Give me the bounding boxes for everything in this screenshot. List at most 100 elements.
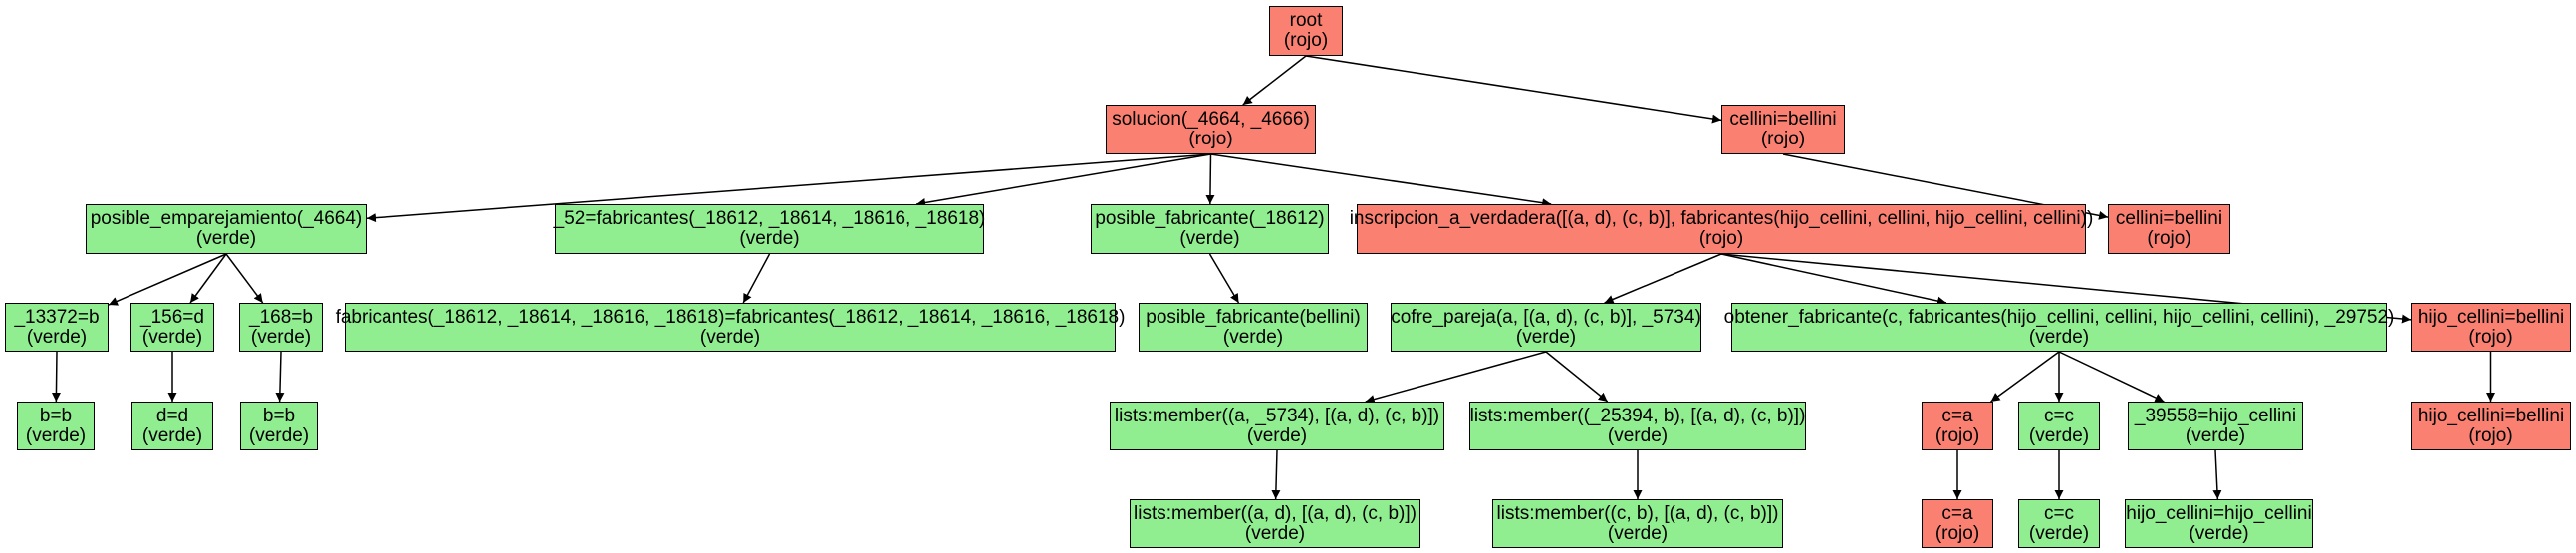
node-label: b=b xyxy=(39,405,73,426)
edge-obtener-to-ca1 xyxy=(1990,351,2060,403)
edge-posfab-to-posfabb xyxy=(1208,253,1240,304)
node-label: lists:member((a, d), [(a, d), (c, b)]) xyxy=(1134,502,1417,524)
node-status: (rojo) xyxy=(1698,228,1744,249)
tree-node-ca1: c=a(rojo) xyxy=(1922,402,1993,450)
edge-cofre-to-mem2 xyxy=(1545,351,1609,403)
node-status: (rojo) xyxy=(2468,326,2513,348)
node-status: (rojo) xyxy=(1934,424,1980,446)
edge-posemp-to-n168 xyxy=(225,253,264,304)
edge-fab52-to-fabeq xyxy=(742,253,771,304)
tree-node-mem1: lists:member((a, _5734), [(a, d), (c, b)… xyxy=(1110,402,1444,450)
tree-node-hijo1: hijo_cellini=bellini(rojo) xyxy=(2411,303,2571,352)
node-status: (rojo) xyxy=(1283,30,1329,51)
node-status: (verde) xyxy=(2028,424,2090,446)
tree-node-n39558: _39558=hijo_cellini(verde) xyxy=(2128,402,2303,450)
node-label: b=b xyxy=(262,405,296,426)
node-status: (verde) xyxy=(1607,424,1669,446)
node-label: cellini=bellini xyxy=(2115,208,2223,229)
node-label: root xyxy=(1289,10,1323,31)
tree-node-n168: _168=b(verde) xyxy=(239,303,323,352)
edge-root-to-solucion xyxy=(1242,55,1307,106)
edge-posemp-to-n13372 xyxy=(108,253,227,306)
node-label: lists:member((c, b), [(a, d), (c, b)]) xyxy=(1496,502,1779,524)
node-status: (verde) xyxy=(739,228,800,249)
edge-posemp-to-n156 xyxy=(189,253,227,304)
edge-solucion-to-posemp xyxy=(366,153,1211,223)
node-label: c=c xyxy=(2043,405,2075,426)
node-label: hijo_cellini=bellini xyxy=(2417,405,2565,426)
node-label: posible_fabricante(_18612) xyxy=(1095,208,1325,229)
node-status: (verde) xyxy=(2189,522,2249,544)
tree-node-cofre: cofre_pareja(a, [(a, d), (c, b)], _5734)… xyxy=(1391,303,1701,352)
tree-node-obtener: obtener_fabricante(c, fabricantes(hijo_c… xyxy=(1724,303,2394,352)
node-status: (verde) xyxy=(1244,522,1306,544)
tree-node-cc1: c=c(verde) xyxy=(2018,402,2100,450)
node-label: lists:member((_25394, b), [(a, d), (c, b… xyxy=(1469,405,1806,426)
node-label: hijo_cellini=hijo_cellini xyxy=(2126,502,2312,524)
node-status: (verde) xyxy=(2028,326,2090,348)
node-label: cellini=bellini xyxy=(1729,109,1837,130)
tree-node-mem2: lists:member((_25394, b), [(a, d), (c, b… xyxy=(1469,402,1806,450)
node-status: (verde) xyxy=(1246,424,1308,446)
tree-node-fab52: _52=fabricantes(_18612, _18614, _18616, … xyxy=(553,204,986,254)
tree-node-posfab: posible_fabricante(_18612)(verde) xyxy=(1091,204,1329,254)
edge-cofre-to-mem1 xyxy=(1365,351,1547,404)
tree-node-cellini1: cellini=bellini(rojo) xyxy=(1721,105,1845,154)
tree-node-n13372: _13372=b(verde) xyxy=(5,303,109,352)
node-label: d=d xyxy=(155,405,189,426)
node-status: (verde) xyxy=(141,326,203,348)
tree-node-dd: d=d(verde) xyxy=(131,402,213,450)
node-status: (verde) xyxy=(1607,522,1669,544)
node-status: (verde) xyxy=(250,326,312,348)
node-status: (verde) xyxy=(25,424,87,446)
node-status: (verde) xyxy=(1515,326,1577,348)
node-status: (verde) xyxy=(248,424,310,446)
edge-mem1-to-mem3 xyxy=(1271,449,1281,500)
node-status: (rojo) xyxy=(2468,424,2513,446)
node-label: _52=fabricantes(_18612, _18614, _18616, … xyxy=(553,208,986,229)
edge-inscr-to-cofre xyxy=(1604,253,1722,304)
edge-n168-to-bb2 xyxy=(275,351,285,403)
node-status: (verde) xyxy=(2028,522,2090,544)
tree-node-fabeq: fabricantes(_18612, _18614, _18616, _186… xyxy=(336,303,1125,352)
edge-n39558-to-hijoeq xyxy=(2212,449,2222,500)
node-label: hijo_cellini=bellini xyxy=(2417,306,2565,328)
node-label: inscripcion_a_verdadera([(a, d), (c, b)]… xyxy=(1349,208,2094,229)
node-status: (rojo) xyxy=(1760,129,1806,149)
node-label: c=a xyxy=(1941,405,1973,426)
node-label: _13372=b xyxy=(14,306,100,328)
node-status: (verde) xyxy=(26,326,88,348)
edge-obtener-to-n39558 xyxy=(2058,351,2165,403)
node-status: (rojo) xyxy=(2147,228,2191,249)
edge-solucion-to-inscr xyxy=(1210,153,1552,208)
node-label: cofre_pareja(a, [(a, d), (c, b)], _5734) xyxy=(1391,306,1701,328)
node-status: (rojo) xyxy=(1934,522,1980,544)
node-label: posible_fabricante(bellini) xyxy=(1146,306,1361,328)
node-status: (verde) xyxy=(1222,326,1284,348)
tree-node-posemp: posible_emparejamiento(_4664)(verde) xyxy=(86,204,367,254)
tree-node-bb2: b=b(verde) xyxy=(240,402,318,450)
node-label: _168=b xyxy=(249,306,313,328)
edge-n13372-to-bb1 xyxy=(51,351,61,403)
tree-node-cc2: c=c(verde) xyxy=(2018,499,2100,548)
node-status: (verde) xyxy=(141,424,203,446)
tree-node-bb1: b=b(verde) xyxy=(17,402,95,450)
node-label: fabricantes(_18612, _18614, _18616, _186… xyxy=(335,306,1126,328)
edge-solucion-to-fab52 xyxy=(916,153,1211,207)
node-label: _156=d xyxy=(140,306,204,328)
node-label: lists:member((a, _5734), [(a, d), (c, b)… xyxy=(1114,405,1440,426)
tree-node-inscr: inscripcion_a_verdadera([(a, d), (c, b)]… xyxy=(1350,204,2093,254)
tree-node-posfabb: posible_fabricante(bellini)(verde) xyxy=(1139,303,1368,352)
node-label: posible_emparejamiento(_4664) xyxy=(90,208,363,229)
edge-solucion-to-posfab xyxy=(1205,153,1215,205)
tree-node-hijoeq: hijo_cellini=hijo_cellini(verde) xyxy=(2125,499,2313,548)
node-label: c=c xyxy=(2043,502,2075,524)
tree-node-n156: _156=d(verde) xyxy=(130,303,214,352)
node-label: obtener_fabricante(c, fabricantes(hijo_c… xyxy=(1723,306,2395,328)
edge-root-to-cellini1 xyxy=(1305,55,1722,124)
node-status: (verde) xyxy=(195,228,257,249)
node-status: (verde) xyxy=(1179,228,1240,249)
tree-node-cellini2: cellini=bellini(rojo) xyxy=(2108,204,2230,254)
node-label: _39558=hijo_cellini xyxy=(2134,405,2297,426)
